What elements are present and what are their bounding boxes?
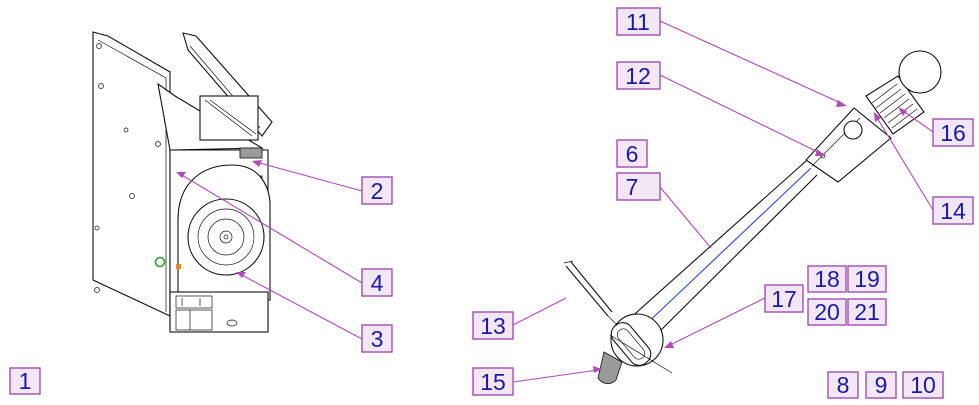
callout-3: 3 <box>361 324 393 353</box>
callout-7-label: 7 <box>626 174 639 200</box>
callout-6-label: 6 <box>626 141 639 167</box>
callout-14: 14 <box>932 196 974 225</box>
callout-16-label: 16 <box>940 120 966 146</box>
callout-20-label: 20 <box>814 299 840 325</box>
callout-12-label: 12 <box>625 63 651 89</box>
callout-2-label: 2 <box>371 178 384 204</box>
callout-14-label: 14 <box>940 198 966 224</box>
callout-9: 9 <box>865 371 897 399</box>
callout-21-label: 21 <box>854 299 880 325</box>
callout-8-label: 8 <box>837 372 850 398</box>
callout-10-label: 10 <box>910 372 936 398</box>
callout-16: 16 <box>932 118 974 147</box>
callout-12: 12 <box>616 61 661 90</box>
callout-17: 17 <box>764 284 804 313</box>
callout-2: 2 <box>361 176 393 205</box>
callout-18-label: 18 <box>814 266 840 292</box>
callout-13-label: 13 <box>480 313 506 339</box>
callout-15: 15 <box>472 367 514 396</box>
callout-4: 4 <box>361 268 393 297</box>
callout-19: 19 <box>847 265 887 293</box>
callout-17-label: 17 <box>771 286 797 312</box>
winch-housing-assembly <box>92 31 273 333</box>
callout-7: 7 <box>616 172 661 201</box>
callout-13: 13 <box>472 311 514 340</box>
callout-19-label: 19 <box>854 266 880 292</box>
leader-lines <box>176 20 934 383</box>
callout-10: 10 <box>902 371 944 399</box>
callout-4-label: 4 <box>371 270 384 296</box>
callout-21: 21 <box>847 298 887 326</box>
callout-20: 20 <box>807 298 847 326</box>
crank-handle-assembly <box>563 50 942 384</box>
callout-1-label: 1 <box>19 368 32 394</box>
callout-11-label: 11 <box>626 9 650 35</box>
callout-3-label: 3 <box>371 326 384 352</box>
callout-6: 6 <box>616 139 648 168</box>
callout-11: 11 <box>616 7 661 36</box>
callout-15-label: 15 <box>480 369 506 395</box>
callout-8: 8 <box>827 371 859 399</box>
callout-1: 1 <box>9 367 41 395</box>
callout-9-label: 9 <box>875 372 888 398</box>
callout-18: 18 <box>807 265 847 293</box>
